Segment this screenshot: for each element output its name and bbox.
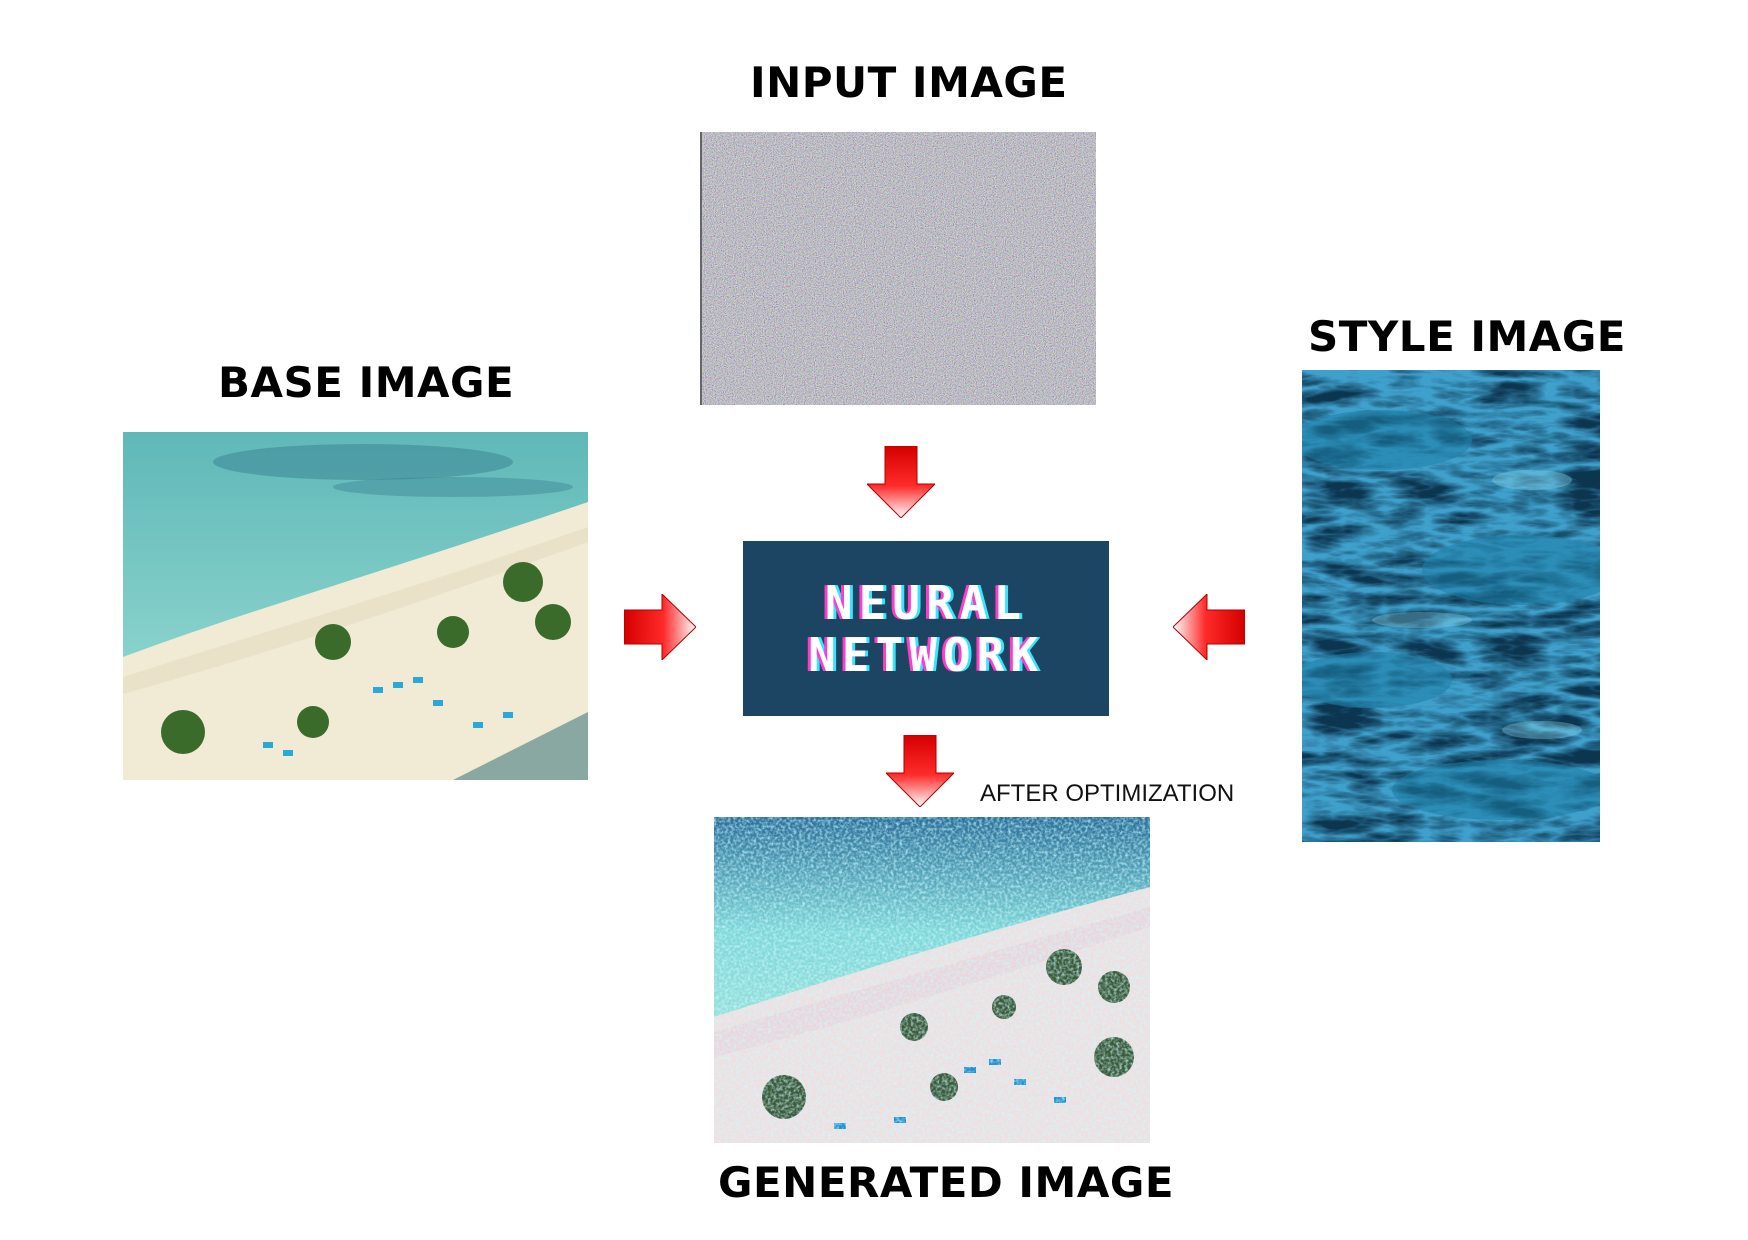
neural-network-box: NEURAL NETWORK [743, 541, 1109, 716]
base-image-beach [123, 432, 588, 780]
style-image-texture [1302, 370, 1600, 842]
base-image-label: BASE IMAGE [218, 358, 515, 407]
generated-image-label: GENERATED IMAGE [718, 1158, 1175, 1207]
neural-network-line-1: NEURAL [824, 575, 1028, 630]
input-image-label: INPUT IMAGE [750, 58, 1068, 107]
arrow-down-to-generated [886, 735, 954, 807]
arrow-down-from-input [867, 446, 935, 518]
after-optimization-caption: AFTER OPTIMIZATION [980, 780, 1235, 807]
input-image-noise [700, 132, 1096, 405]
style-image-label: STYLE IMAGE [1308, 312, 1626, 361]
arrow-right-from-base [624, 594, 696, 660]
arrow-left-from-style [1173, 594, 1245, 660]
neural-network-line-2: NETWORK [808, 627, 1044, 682]
generated-image [714, 817, 1150, 1143]
